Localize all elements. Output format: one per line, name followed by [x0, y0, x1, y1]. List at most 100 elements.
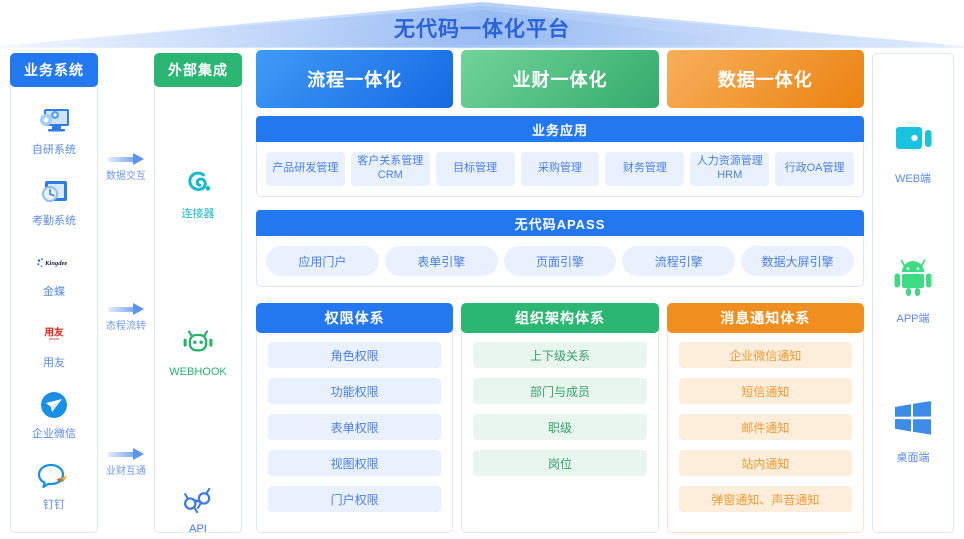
business-apps-section: 业务应用 产品研发管理 客户关系管理CRM 目标管理 采购管理 财务管理 人力资…: [256, 116, 864, 197]
windows-logo-icon: [891, 400, 935, 441]
apass-chip[interactable]: 表单引擎: [384, 246, 498, 276]
monitor-gear-icon: [36, 106, 72, 136]
business-system-label: 金蝶: [43, 286, 65, 298]
business-app-chip[interactable]: 采购管理: [520, 152, 600, 186]
svg-text:Kingdee: Kingdee: [44, 260, 67, 267]
bottom-column-permissions: 角色权限 功能权限 表单权限 视图权限 门户权限 权限体系: [256, 303, 454, 533]
permission-chip[interactable]: 表单权限: [268, 414, 442, 440]
arrows-column: 数据交互 态程流转 业财互通: [100, 53, 152, 533]
bottom-column-notifications: 企业微信通知 短信通知 邮件通知 站内通知 弹窗通知、声音通知 消息通知体系: [666, 303, 864, 533]
web-monitor-icon: [890, 121, 936, 162]
business-app-chip[interactable]: 客户关系管理CRM: [350, 152, 430, 186]
notifications-header-label: 消息通知体系: [720, 310, 811, 326]
apass-body: 应用门户 表单引擎 页面引擎 流程引擎 数据大屏引擎: [257, 236, 863, 286]
business-app-chip[interactable]: 财务管理: [605, 152, 685, 186]
pillars-row: 流程一体化 业财一体化 数据一体化: [256, 50, 864, 108]
arrow-right-icon: [108, 153, 144, 165]
business-system-label: 自研系统: [32, 144, 76, 156]
header-roof: 无代码一体化平台: [0, 0, 964, 48]
arrow-label: 业财互通: [106, 466, 146, 477]
svg-text:用友: 用友: [43, 326, 64, 338]
apass-chip[interactable]: 数据大屏引擎: [741, 246, 854, 276]
external-integration-header: 外部集成: [154, 53, 242, 87]
arrow-label: 数据交互: [106, 171, 146, 182]
arrow-group-process-flow: 态程流转: [100, 303, 152, 332]
business-systems-header: 业务系统: [10, 53, 98, 87]
webhook-robot-icon: [180, 329, 216, 359]
business-apps-header: 业务应用: [256, 116, 864, 142]
kingdee-logo-icon: Kingdee: [36, 248, 72, 278]
business-system-item-self-developed[interactable]: 自研系统: [32, 106, 76, 157]
center-stack: 流程一体化 业财一体化 数据一体化 业务应用 产品研发管理 客户关系管理CRM …: [256, 50, 864, 533]
api-link-icon: [180, 486, 216, 516]
external-integration-header-label: 外部集成: [168, 62, 228, 78]
permission-chip[interactable]: 角色权限: [268, 342, 442, 368]
page-title: 无代码一体化平台: [394, 18, 570, 41]
org-structure-header: 组织架构体系: [461, 303, 659, 333]
pillar-label: 数据一体化: [717, 70, 813, 90]
external-integration-body: 连接器 WEBHOOK: [154, 82, 242, 535]
external-integration-item-connector[interactable]: 连接器: [180, 168, 216, 221]
notifications-header: 消息通知体系: [666, 303, 864, 333]
business-system-item-wecom[interactable]: 企业微信: [32, 390, 76, 441]
pillar-data-integration[interactable]: 数据一体化: [666, 50, 864, 108]
business-app-chip[interactable]: 目标管理: [435, 152, 515, 186]
external-integration-item-api[interactable]: API: [180, 486, 216, 535]
device-item-desktop[interactable]: 桌面端: [891, 400, 935, 465]
notifications-body: 企业微信通知 短信通知 邮件通知 站内通知 弹窗通知、声音通知: [666, 328, 864, 533]
permissions-header-label: 权限体系: [324, 310, 385, 326]
bottom-column-org-structure: 上下级关系 部门与成员 职级 岗位 组织架构体系: [461, 303, 659, 533]
business-system-label: 钉钉: [43, 499, 65, 511]
notification-chip[interactable]: 弹窗通知、声音通知: [678, 486, 852, 512]
device-item-web[interactable]: WEB端: [890, 121, 936, 186]
device-label: WEB端: [894, 172, 932, 185]
arrow-label: 态程流转: [106, 321, 146, 332]
external-integration-item-webhook[interactable]: WEBHOOK: [169, 329, 227, 378]
device-item-app[interactable]: APP端: [892, 259, 934, 326]
org-chip[interactable]: 上下级关系: [473, 342, 647, 368]
arrow-right-icon: [108, 303, 144, 315]
business-system-item-kingdee[interactable]: Kingdee 金蝶: [36, 248, 72, 299]
business-system-item-yonyou[interactable]: 用友 yonyou 用友: [36, 319, 72, 370]
notification-chip[interactable]: 站内通知: [678, 450, 852, 476]
bottom-systems-row: 角色权限 功能权限 表单权限 视图权限 门户权限 权限体系 上下级关系 部门与成…: [256, 303, 864, 533]
business-app-chip[interactable]: 产品研发管理: [266, 152, 345, 186]
notification-chip[interactable]: 企业微信通知: [678, 342, 852, 368]
device-label: 桌面端: [896, 452, 930, 465]
org-chip[interactable]: 职级: [473, 414, 647, 440]
apass-chip[interactable]: 应用门户: [266, 246, 379, 276]
notification-chip[interactable]: 邮件通知: [678, 414, 852, 440]
external-integration-column: 连接器 WEBHOOK: [154, 53, 242, 535]
pillar-business-finance-integration[interactable]: 业财一体化: [461, 50, 659, 108]
business-system-label: 用友: [43, 357, 65, 369]
pillar-label: 业财一体化: [512, 70, 608, 90]
apass-header-label: 无代码APASS: [514, 216, 606, 232]
permission-chip[interactable]: 视图权限: [268, 450, 442, 476]
notification-chip[interactable]: 短信通知: [678, 378, 852, 404]
wecom-logo-icon: [36, 390, 72, 420]
external-integration-label: API: [189, 523, 207, 535]
apass-section: 无代码APASS 应用门户 表单引擎 页面引擎 流程引擎 数据大屏引擎: [256, 210, 864, 287]
business-system-item-dingtalk[interactable]: 钉钉: [36, 461, 72, 512]
android-robot-icon: [892, 259, 934, 302]
business-apps-header-label: 业务应用: [531, 122, 588, 138]
pillar-process-integration[interactable]: 流程一体化: [256, 50, 454, 108]
org-structure-body: 上下级关系 部门与成员 职级 岗位: [461, 328, 659, 533]
business-systems-body: 自研系统 考勤系统: [10, 82, 98, 533]
business-app-chip[interactable]: 行政OA管理: [775, 152, 855, 186]
devices-column: WEB端 APP端: [872, 53, 954, 533]
org-chip[interactable]: 岗位: [473, 450, 647, 476]
apass-chip[interactable]: 流程引擎: [622, 246, 736, 276]
arrow-group-data-exchange: 数据交互: [100, 153, 152, 182]
pillar-label: 流程一体化: [307, 70, 403, 90]
permission-chip[interactable]: 功能权限: [268, 378, 442, 404]
apass-chip[interactable]: 页面引擎: [503, 246, 617, 276]
device-label: APP端: [896, 313, 930, 326]
business-system-item-attendance[interactable]: 考勤系统: [32, 177, 76, 228]
yonyou-logo-icon: 用友 yonyou: [36, 319, 72, 349]
business-app-chip[interactable]: 人力资源管理HRM: [690, 152, 770, 186]
business-system-label: 企业微信: [32, 428, 76, 440]
permission-chip[interactable]: 门户权限: [268, 486, 442, 512]
org-chip[interactable]: 部门与成员: [473, 378, 647, 404]
